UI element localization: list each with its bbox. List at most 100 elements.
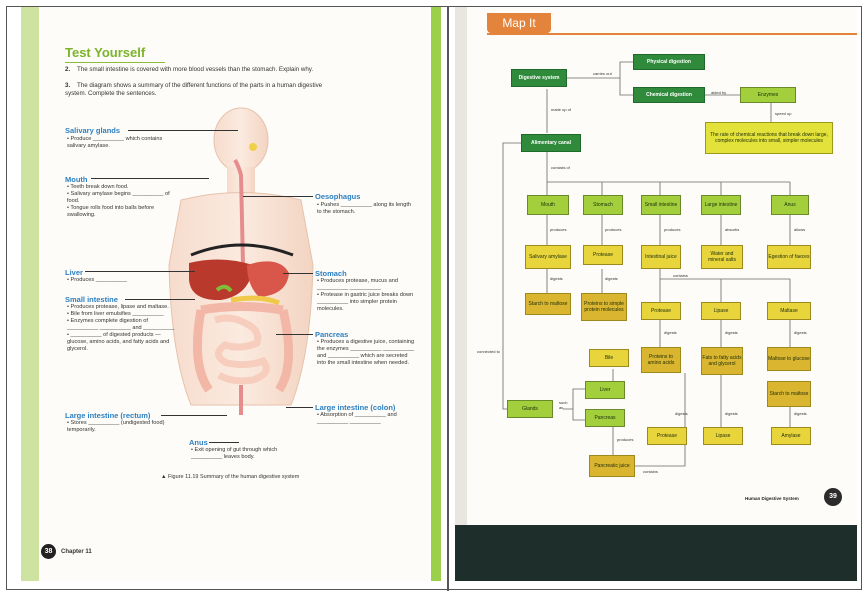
node-protease-pancreatic: Protease xyxy=(647,427,687,445)
edge-label: absorbs xyxy=(725,227,739,232)
edge-label: contains xyxy=(673,273,688,278)
node-starch-to-maltose-2: Starch to maltose xyxy=(767,381,811,407)
chapter-label: Chapter 11 xyxy=(61,549,92,555)
text-anus: • Exit opening of gut through which ____… xyxy=(191,447,301,461)
question-text: The diagram shows a summary of the diffe… xyxy=(65,82,322,97)
edge-label: produces xyxy=(550,227,566,232)
edge-label: produces xyxy=(617,437,633,442)
edge-label: produces xyxy=(664,227,680,232)
leader-line xyxy=(283,273,313,274)
node-maltase: Maltase xyxy=(767,302,811,320)
edge-label: such as xyxy=(559,400,571,410)
edge-label: speed up xyxy=(775,111,791,116)
node-water-mineral-salts: Water and mineral salts xyxy=(701,245,743,269)
label-liver: Liver xyxy=(65,268,83,277)
question-3: 3.The diagram shows a summary of the dif… xyxy=(65,82,325,97)
node-anus: Anus xyxy=(771,195,809,215)
edge-label: digests xyxy=(675,411,688,416)
label-small-intestine: Small intestine xyxy=(65,295,118,304)
text-oesophagus: • Pushes __________ along its length to … xyxy=(317,202,417,216)
salivary-gland-shape xyxy=(249,143,257,151)
label-pancreas: Pancreas xyxy=(315,330,348,339)
figure-caption: ▲ Figure 11.19 Summary of the human dige… xyxy=(161,474,299,480)
edge-label: digests xyxy=(794,330,807,335)
node-mouth: Mouth xyxy=(527,195,569,215)
node-lipase-intestinal: Lipase xyxy=(701,302,741,320)
text-small-intestine: • Produces protease, lipase and maltase.… xyxy=(67,304,177,353)
bottom-band xyxy=(455,525,857,581)
node-pancreatic-juice: Pancreatic juice xyxy=(589,455,635,477)
label-large-intestine-colon: Large intestine (colon) xyxy=(315,403,395,412)
page-number-right: 39 xyxy=(824,488,842,506)
title-underline xyxy=(65,62,165,63)
leader-line xyxy=(161,415,227,416)
node-maltose-to-glucose: Maltose to glucose xyxy=(767,347,811,371)
edge-label: aided by xyxy=(711,90,726,95)
text-large-intestine-rectum: • Stores __________ (undigested food) te… xyxy=(67,420,177,434)
question-2: 2.The small intestine is covered with mo… xyxy=(65,66,325,74)
label-oesophagus: Oesophagus xyxy=(315,192,360,201)
edge-label: digests xyxy=(664,330,677,335)
node-fats-to-fatty-acids: Fats to fatty acids and glycerol xyxy=(701,347,743,375)
leader-line xyxy=(286,407,313,408)
text-large-intestine-colon: • Absorption of __________ and _________… xyxy=(317,412,417,426)
leader-line xyxy=(243,196,313,197)
node-egestion: Egestion of faeces xyxy=(767,245,811,269)
node-lipase-pancreatic: Lipase xyxy=(703,427,743,445)
text-pancreas: • Produces a digestive juice, containing… xyxy=(317,339,417,367)
node-protease-intestinal: Protease xyxy=(641,302,681,320)
page-divider xyxy=(447,7,449,591)
edge-label: digests xyxy=(794,411,807,416)
page-number-left: 38 xyxy=(41,544,56,559)
label-salivary-glands: Salivary glands xyxy=(65,126,120,135)
right-margin-strip xyxy=(431,7,441,581)
edge-label: carries out xyxy=(593,71,612,76)
node-physical-digestion: Physical digestion xyxy=(633,54,705,70)
node-glands: Glands xyxy=(507,400,553,418)
edge-label: digests xyxy=(725,330,738,335)
node-protease: Protease xyxy=(583,245,623,265)
leader-line xyxy=(128,130,238,131)
edge-label: allows xyxy=(794,227,805,232)
node-enzymes: Enzymes xyxy=(740,87,796,103)
text-stomach: • Produces protease, mucus and _________… xyxy=(317,278,417,313)
leader-line xyxy=(125,299,195,300)
node-pancreas: Pancreas xyxy=(585,409,625,427)
node-starch-to-maltose: Starch to maltose xyxy=(525,293,571,315)
text-liver: • Produces __________ xyxy=(67,277,177,284)
node-amylase: Amylase xyxy=(771,427,811,445)
digestive-system-figure xyxy=(161,105,321,435)
node-rate-definition: The rate of chemical reactions that brea… xyxy=(705,122,833,154)
text-mouth: • Teeth break down food. • Salivary amyl… xyxy=(67,184,177,219)
leader-line xyxy=(276,334,313,335)
page-footer: Human Digestive System xyxy=(745,496,799,501)
node-digestive-system: Digestive system xyxy=(511,69,567,87)
leader-line xyxy=(209,442,239,443)
edge-label: contains xyxy=(643,469,658,474)
left-page: Test Yourself 2.The small intestine is c… xyxy=(21,7,441,581)
node-proteins-to-simple: Proteins to simple protein molecules xyxy=(581,293,627,321)
node-alimentary-canal: Alimentary canal xyxy=(521,134,581,152)
node-chemical-digestion: Chemical digestion xyxy=(633,87,705,103)
node-large-intestine: Large intestine xyxy=(701,195,741,215)
question-number: 2. xyxy=(65,66,77,74)
node-intestinal-juice: Intestinal juice xyxy=(641,245,681,269)
question-number: 3. xyxy=(65,82,77,90)
node-small-intestine: Small intestine xyxy=(641,195,681,215)
document-frame: Test Yourself 2.The small intestine is c… xyxy=(6,6,862,590)
node-liver: Liver xyxy=(585,381,625,399)
text-salivary-glands: • Produce __________ which contains sali… xyxy=(67,136,177,150)
question-text: The small intestine is covered with more… xyxy=(77,66,313,73)
node-bile: Bile xyxy=(589,349,629,367)
section-title: Test Yourself xyxy=(65,45,145,60)
label-stomach: Stomach xyxy=(315,269,347,278)
edge-label: produces xyxy=(605,227,621,232)
label-mouth: Mouth xyxy=(65,175,88,184)
edge-label: made up of xyxy=(551,107,571,112)
node-proteins-to-amino: Proteins to amino acids xyxy=(641,347,681,373)
leader-line xyxy=(85,271,195,272)
leader-line xyxy=(91,178,209,179)
edge-label: connected to xyxy=(477,349,500,354)
edge-label: digests xyxy=(605,276,618,281)
edge-label: digests xyxy=(725,411,738,416)
